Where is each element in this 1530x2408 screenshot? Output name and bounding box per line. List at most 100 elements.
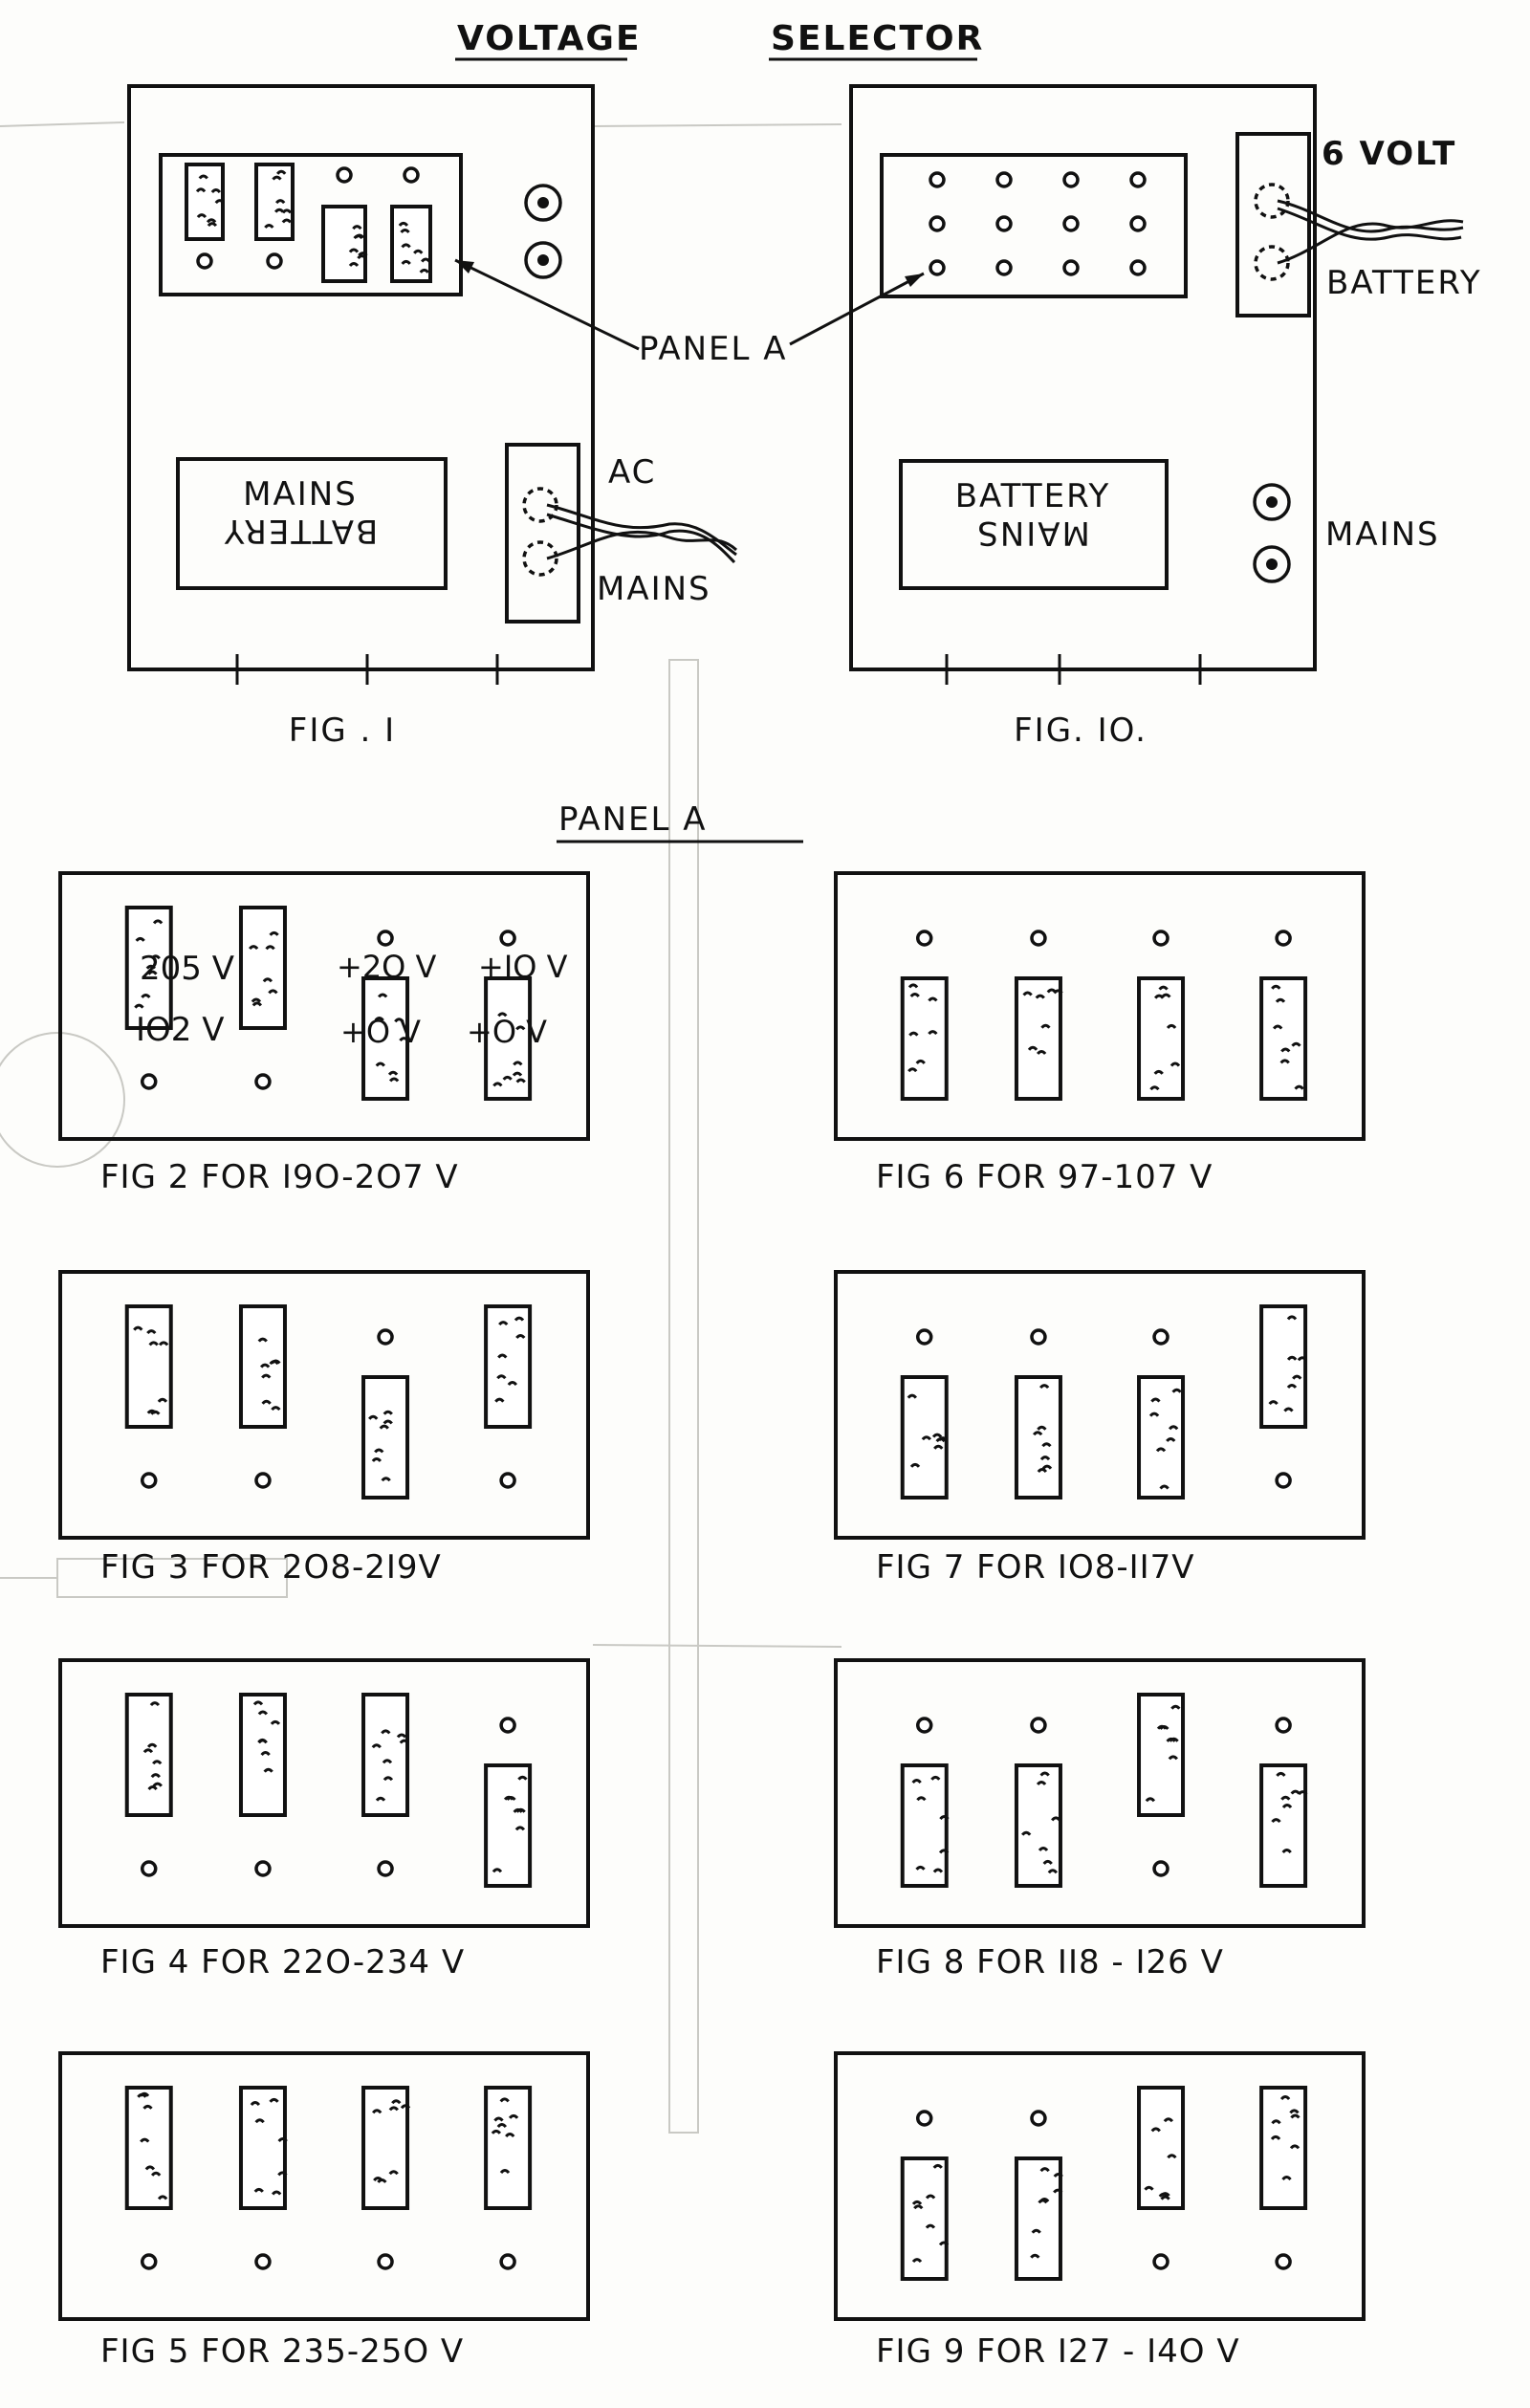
fig1-link-2 (254, 163, 295, 241)
open-hole-top (1152, 930, 1169, 947)
fig1-panel-a (159, 153, 463, 296)
ghost-marks (0, 121, 842, 2134)
fig10-hole (995, 171, 1013, 188)
open-hole-bottom (140, 1073, 158, 1090)
fig10-label-battery: BATTERY (1326, 264, 1482, 302)
fig10-panel-a (880, 153, 1188, 298)
link-top (124, 1693, 173, 1817)
fig10-terminal-lower (1253, 545, 1291, 583)
fig2-label-plus10v: +IO V (478, 949, 568, 985)
fig1-caption: FIG . I (289, 711, 396, 750)
link-bottom (1014, 976, 1062, 1101)
callout-panel-a: PANEL A (639, 330, 788, 368)
link-top (484, 1304, 533, 1429)
fig1-terminal-upper (524, 184, 562, 222)
fig10-battery-lead (1277, 199, 1464, 233)
title-voltage: VOLTAGE (457, 19, 642, 58)
fig10-hole (1129, 215, 1147, 232)
open-hole-top (1030, 1328, 1047, 1346)
open-hole-bottom (254, 1073, 272, 1090)
link-top (361, 1693, 410, 1817)
open-hole-top (377, 930, 394, 947)
link-top (238, 1693, 287, 1817)
open-hole-bottom (254, 1860, 272, 1877)
callout-leader-left (454, 258, 640, 351)
panel-figure-8: FIG 9 FOR I27 - I4O V (834, 2051, 1366, 2371)
open-hole-top (915, 930, 933, 947)
panel-figure-3: FIG 3 FOR 2O8-2I9V (58, 1270, 590, 1587)
fig10-battery-socket-block (1235, 132, 1311, 317)
panel-caption: FIG 7 FOR IO8-II7V (876, 1548, 1195, 1587)
panel-frame (834, 871, 1366, 1141)
link-top (1137, 1693, 1186, 1817)
fig10-plate-battery: BATTERY (955, 477, 1111, 515)
fig2-voltage-labels: 205 V IO2 V +2O V +IO V +O V +O V (136, 949, 568, 1050)
panel-figure-5: FIG 4 FOR 22O-234 V (58, 1658, 590, 1981)
fig2-label-102v: IO2 V (136, 1011, 225, 1049)
link-top (124, 1304, 173, 1429)
open-hole-bottom (1152, 2253, 1169, 2270)
link-top (1137, 2086, 1186, 2210)
fig1-link-3 (321, 205, 367, 283)
fig10-hole (929, 171, 946, 188)
fig10-caption: FIG. IO. (1014, 711, 1148, 750)
link-bottom (1137, 976, 1186, 1101)
fig10-hole (929, 259, 946, 276)
fig2-label-plus0v-a: +O V (340, 1014, 421, 1050)
open-hole-bottom (499, 2253, 516, 2270)
fig2-label-205v: 205 V (140, 950, 234, 988)
fig1-plate-battery-inverted: BATTERY (223, 512, 379, 550)
panel-caption: FIG 2 FOR I9O-2O7 V (100, 1158, 459, 1196)
fig1-plate-mains: MAINS (243, 475, 358, 514)
link-bottom (1014, 1763, 1062, 1888)
fig2-label-plus20v: +2O V (337, 949, 437, 985)
panel-frame (834, 2051, 1366, 2321)
link-bottom (900, 1763, 949, 1888)
fig10-label-6volt: 6 VOLT (1322, 135, 1456, 173)
fig10-hole (1129, 171, 1147, 188)
fig1-hole (266, 252, 283, 270)
fig2-label-plus0v-b: +O V (467, 1014, 547, 1050)
link-top (238, 906, 287, 1030)
panel-frame (58, 1658, 590, 1928)
panel-caption: FIG 3 FOR 2O8-2I9V (100, 1548, 442, 1587)
fig10-label-mains: MAINS (1325, 515, 1440, 554)
open-hole-bottom (377, 2253, 394, 2270)
fig1-socket-pin-lower (522, 540, 558, 577)
fig1-label-mains: MAINS (597, 570, 711, 608)
open-hole-top (1030, 930, 1047, 947)
fig10-hole (1062, 171, 1080, 188)
link-top (361, 2086, 410, 2210)
fig10-plate-mains-inverted: MAINS (975, 514, 1090, 552)
fig1-hole (336, 166, 353, 184)
fig1-selector-plate (176, 457, 448, 590)
fig1-hole (196, 252, 213, 270)
fig1-chassis (127, 84, 595, 671)
link-bottom (900, 2156, 949, 2281)
link-bottom (1259, 1763, 1308, 1888)
fig10-terminal-upper (1253, 483, 1291, 521)
figure-1: MAINS BATTERY AC MAINS FIG . I (127, 84, 738, 750)
fig10-hole (995, 215, 1013, 232)
open-hole-top (1275, 930, 1292, 947)
panel-caption: FIG 4 FOR 22O-234 V (100, 1943, 465, 1981)
link-top (484, 2086, 533, 2210)
fig10-hole (1129, 259, 1147, 276)
open-hole-bottom (1275, 2253, 1292, 2270)
panel-frame (834, 1270, 1366, 1540)
link-bottom (1014, 1375, 1062, 1500)
panel-figure-4: FIG 7 FOR IO8-II7V (834, 1270, 1366, 1587)
fig1-hole (403, 166, 420, 184)
fig1-socket-pin-upper (522, 487, 558, 523)
title-selector: SELECTOR (771, 19, 984, 58)
section-heading: PANEL A (557, 800, 803, 843)
open-hole-top (377, 1328, 394, 1346)
fig10-hole (1062, 215, 1080, 232)
panel-frame (834, 1658, 1366, 1928)
link-bottom (1137, 1375, 1186, 1500)
fig1-link-4 (390, 205, 432, 283)
open-hole-bottom (1275, 1472, 1292, 1489)
open-hole-bottom (254, 1472, 272, 1489)
